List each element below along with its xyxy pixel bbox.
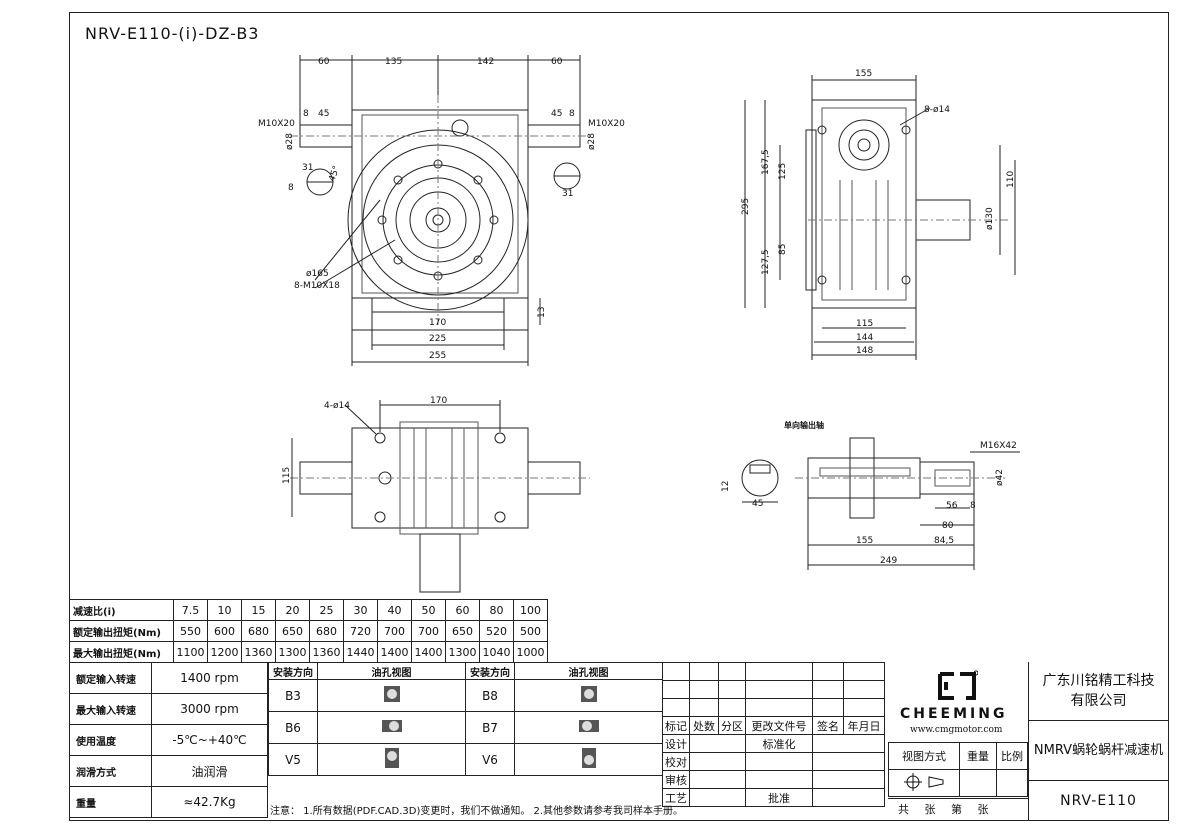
info-table: 视图方式重量比例 <box>888 742 1028 797</box>
dim-shaft-155: 155 <box>856 536 873 546</box>
dim-110: 110 <box>1006 171 1016 188</box>
drawing-title: NRV-E110-(i)-DZ-B3 <box>85 24 260 43</box>
drawing-frame <box>69 12 1169 821</box>
brand-logo-icon <box>938 670 978 700</box>
dim-top-60-left: 60 <box>318 57 330 67</box>
dim-side-144: 144 <box>856 333 873 343</box>
revision-table: 标记处数分区更改文件号签名年月日 设计标准化 校对 审核 工艺批准 <box>662 662 885 807</box>
dim-top-135: 135 <box>385 57 402 67</box>
oil-view-icon <box>317 711 466 744</box>
dim-key-8-left: 8 <box>288 183 294 193</box>
technical-drawing: 60 135 142 60 M10X20 8 45 ø28 M10X20 8 4… <box>258 55 1020 593</box>
dim-170: 170 <box>429 318 446 328</box>
sheet-info: 共 张 第 张 <box>888 798 1028 821</box>
shaft-title: 单向输出轴 <box>784 420 824 430</box>
dim-45-left: 45 <box>318 109 329 119</box>
dim-plan-170: 170 <box>430 396 447 406</box>
dim-m10x20-left: M10X20 <box>258 119 295 129</box>
dim-d42: ø42 <box>995 469 1005 486</box>
mount-b8: B8 <box>465 679 515 712</box>
dim-plan-115: 115 <box>282 467 292 484</box>
dim-d130: ø130 <box>985 207 995 230</box>
dim-45-right: 45 <box>551 109 562 119</box>
oil-view-icon <box>514 743 663 776</box>
oil-view-icon <box>317 743 466 776</box>
spec-row: 使用温度-5℃~+40℃ <box>69 724 268 756</box>
dim-shaft-249: 249 <box>880 556 897 566</box>
brand-url: www.cmgmotor.com <box>910 725 1003 735</box>
dim-shaft-56: 56 <box>946 501 958 511</box>
dim-m16x42: M16X42 <box>980 441 1017 451</box>
front-view <box>290 55 590 366</box>
side-view <box>744 75 1016 360</box>
dim-shaft-12: 12 <box>721 481 731 492</box>
dim-295: 295 <box>741 198 751 215</box>
dim-85: 85 <box>778 244 788 255</box>
mount-b7: B7 <box>465 711 515 744</box>
dim-167-5: 167,5 <box>761 149 771 175</box>
plan-view <box>290 400 590 593</box>
dim-4-d14: 4-ø14 <box>324 401 350 411</box>
dim-8-right: 8 <box>569 109 575 119</box>
company-name: 广东川铭精工科技 有限公司 <box>1028 662 1168 720</box>
dim-255: 255 <box>429 351 446 361</box>
part-number: NRV-E110 <box>1028 780 1168 821</box>
dim-shaft-45: 45 <box>752 499 763 509</box>
dim-key-31-right: 31 <box>562 189 573 199</box>
dim-125: 125 <box>778 163 788 180</box>
dim-bolts: 8-M10X18 <box>294 281 340 291</box>
oil-view-icon <box>514 679 663 712</box>
dim-d165: ø165 <box>306 269 329 279</box>
dim-m10x20-right: M10X20 <box>588 119 625 129</box>
mount-b6: B6 <box>268 711 318 744</box>
brand-logo-box: CHEEMING www.cmgmotor.com <box>888 662 1028 742</box>
dim-side-155: 155 <box>855 69 872 79</box>
dim-angle-45: 45° <box>327 165 342 183</box>
spec-row: 润滑方式油润滑 <box>69 755 268 787</box>
oil-view-icon <box>317 679 466 712</box>
dim-8-d14: 8-ø14 <box>924 105 950 115</box>
mount-v6: V6 <box>465 743 515 776</box>
dim-225: 225 <box>429 334 446 344</box>
dim-d28-left: ø28 <box>285 133 295 150</box>
dim-shaft-80: 80 <box>942 521 954 531</box>
projection-icon <box>888 769 960 797</box>
brand-name: CHEEMING <box>900 706 1008 722</box>
mount-v5: V5 <box>268 743 318 776</box>
dim-shaft-8: 8 <box>970 501 976 511</box>
dim-shaft-84-5: 84,5 <box>934 536 954 546</box>
dim-top-142: 142 <box>477 57 494 67</box>
dim-top-60-right: 60 <box>551 57 563 67</box>
dim-side-115: 115 <box>856 319 873 329</box>
dim-8-left: 8 <box>303 109 309 119</box>
product-name: NMRV蜗轮蜗杆减速机 <box>1028 720 1168 780</box>
dim-127-5: 127,5 <box>761 249 771 275</box>
notice-text: 注意： 1.所有数据(PDF.CAD.3D)变更时，我们不做通知。 2.其他参数… <box>270 806 684 817</box>
spec-row: 重量≈42.7Kg <box>69 786 268 818</box>
shaft-detail <box>741 437 1020 570</box>
mount-b3: B3 <box>268 679 318 712</box>
dim-side-148: 148 <box>856 346 873 356</box>
dim-key-31-left: 31 <box>302 163 313 173</box>
oil-view-icon <box>514 711 663 744</box>
dim-d28-right: ø28 <box>587 133 597 150</box>
dim-13: 13 <box>537 307 547 318</box>
